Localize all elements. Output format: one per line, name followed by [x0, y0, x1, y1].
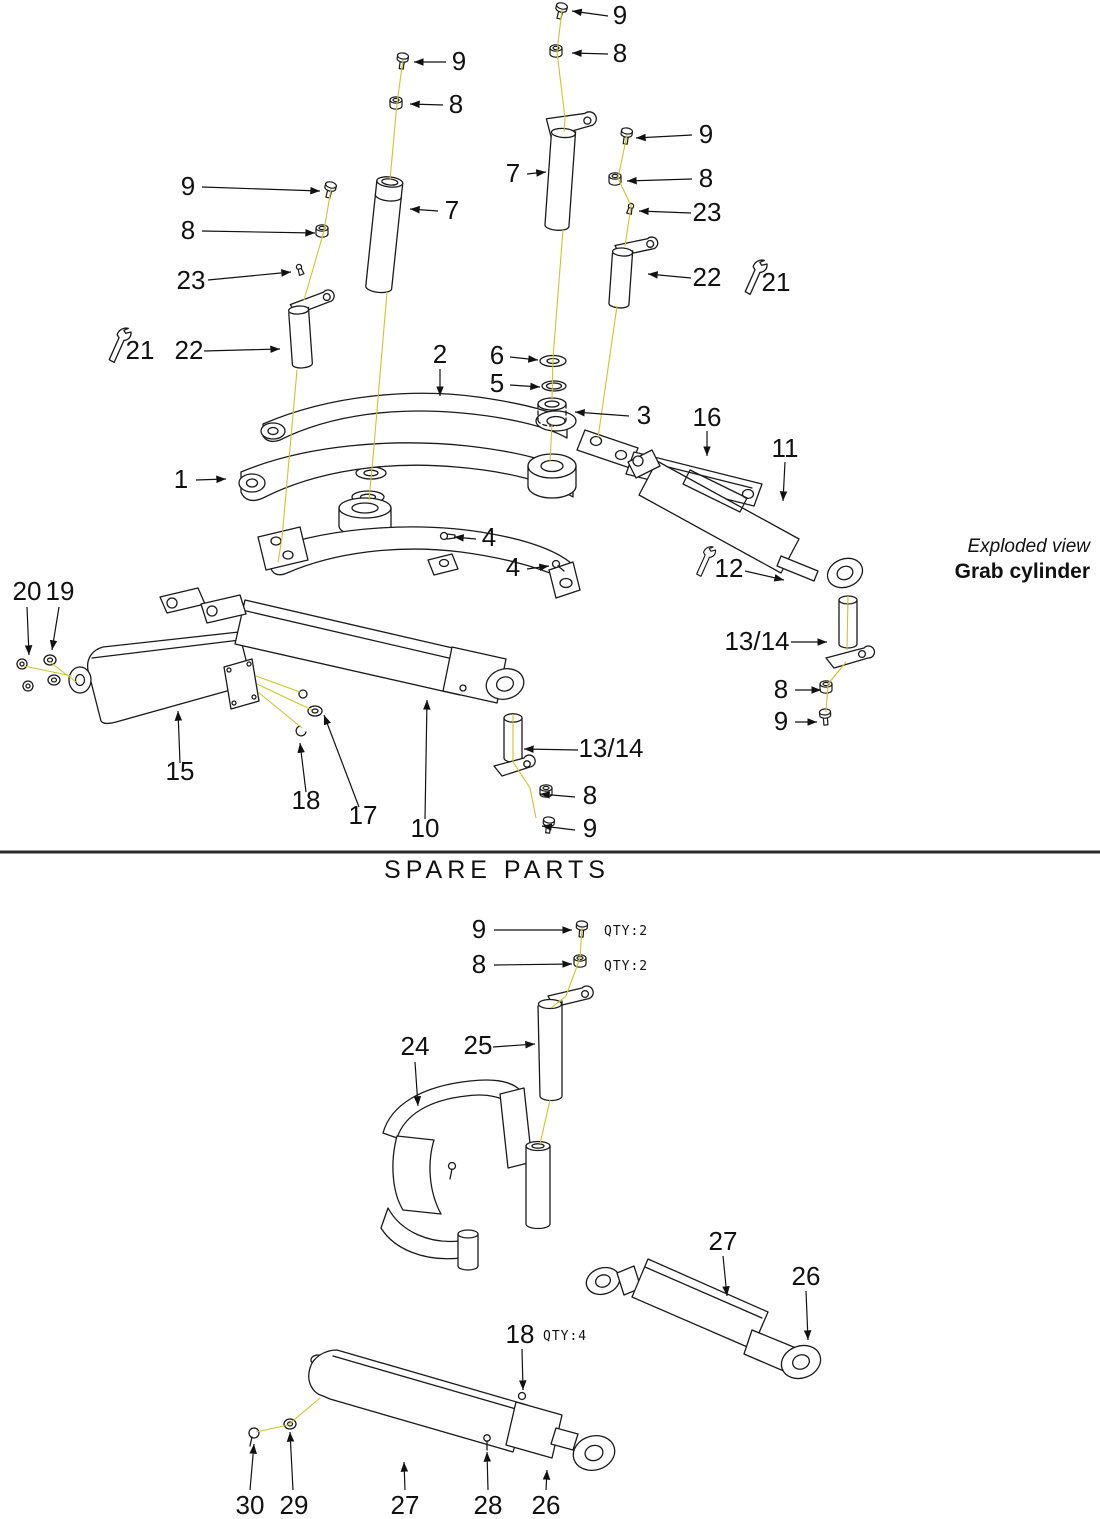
- callout-label: 8: [699, 163, 713, 193]
- callout-label: 13/14: [724, 626, 789, 656]
- screw-9-icon: [541, 815, 556, 835]
- callout-leader-lines: [24, 8, 827, 1491]
- grease-fitting-23-icon: [295, 263, 305, 277]
- qty-badge: QTY:4: [543, 1329, 587, 1344]
- part-22-right: [608, 236, 659, 309]
- part-10-cylinder: [200, 594, 525, 704]
- callout-label: 26: [532, 1490, 561, 1519]
- callout-label: 9: [452, 46, 466, 76]
- callout-label: 27: [709, 1226, 738, 1256]
- part-22-left: [287, 289, 335, 369]
- nut-8-icon: [389, 96, 403, 110]
- part-13-14-pin-left: [493, 713, 536, 777]
- part-17-18-small-parts: [295, 689, 323, 737]
- callout-label: 24: [401, 1031, 430, 1061]
- nut-8-icon: [315, 224, 329, 238]
- callout-label: 26: [792, 1261, 821, 1291]
- callout-label: 15: [166, 756, 195, 786]
- screw-9-icon: [818, 707, 833, 727]
- callout-label: 21: [126, 335, 155, 365]
- callout-label: 7: [506, 158, 520, 188]
- part-1-arm: [238, 442, 577, 502]
- nut-8-icon: [549, 44, 563, 58]
- callout-label: 18: [506, 1319, 535, 1349]
- callout-label: 6: [490, 340, 504, 370]
- callout-label: 9: [774, 706, 788, 736]
- pivot-hub: [338, 497, 392, 537]
- section-heading: SPARE PARTS: [384, 856, 610, 884]
- callout-label: 8: [583, 780, 597, 810]
- callout-label: 30: [236, 1490, 265, 1519]
- callout-label: 11: [772, 433, 799, 463]
- part-25-pin: [537, 985, 594, 1102]
- part-jaw-arm: [257, 526, 581, 599]
- callout-label: 8: [472, 949, 486, 979]
- part-7-pin-right: [544, 111, 597, 231]
- callout-label: 22: [175, 335, 204, 365]
- qty-badge: QTY:2: [604, 959, 648, 974]
- callout-label: 12: [715, 553, 744, 583]
- callout-label: 25: [464, 1030, 493, 1060]
- callout-label: 9: [583, 813, 597, 843]
- callout-label: 20: [13, 576, 42, 606]
- callout-label: 27: [391, 1490, 420, 1519]
- callout-label: 3: [637, 400, 651, 430]
- part-5-washer: [541, 380, 567, 392]
- callout-label: 16: [693, 402, 722, 432]
- callout-label: 8: [774, 674, 788, 704]
- part-15-cylinder: [68, 587, 260, 725]
- callout-label: 28: [474, 1490, 503, 1519]
- part-19-20-washers: [16, 654, 61, 692]
- callout-label: 9: [613, 0, 627, 30]
- part-11-cylinder: [627, 449, 864, 589]
- part-27-cylinder-right: [585, 1258, 822, 1380]
- callout-label: 2: [433, 339, 447, 369]
- callout-label: 29: [280, 1490, 309, 1519]
- callout-label: 21: [762, 267, 791, 297]
- view-label: Exploded view: [967, 536, 1091, 557]
- qty-badge: QTY:2: [604, 924, 648, 939]
- part-4-fittings: [439, 531, 565, 572]
- callout-label: 8: [181, 215, 195, 245]
- callout-label: 19: [46, 576, 75, 606]
- callout-label: 13/14: [578, 733, 643, 763]
- callout-label: 1: [174, 464, 188, 494]
- callout-label: 9: [472, 914, 486, 944]
- callout-label: 10: [411, 813, 440, 843]
- callout-label: 4: [482, 522, 496, 552]
- part-24-bracket: [380, 1079, 551, 1271]
- part-7-pin-left: [365, 176, 404, 294]
- nut-8-icon: [819, 680, 833, 694]
- callout-label: 23: [693, 197, 722, 227]
- callout-label: 7: [445, 195, 459, 225]
- callout-label: 23: [177, 265, 206, 295]
- callout-label: 5: [490, 368, 504, 398]
- callout-label: 4: [506, 552, 520, 582]
- callout-label: 22: [693, 262, 722, 292]
- part-13-14-pin-right: [825, 595, 876, 669]
- callout-label: 18: [292, 785, 321, 815]
- callout-label: 17: [349, 800, 378, 830]
- page-title: Grab cylinder: [955, 560, 1090, 583]
- callout-label: 9: [181, 171, 195, 201]
- callout-label: 8: [613, 38, 627, 68]
- callout-label: 9: [699, 119, 713, 149]
- part-27-cylinder-bottom: [248, 1349, 616, 1471]
- link-plates: [576, 429, 639, 469]
- assembly-centerlines: [23, 9, 849, 1433]
- part-2-upper-arm: [260, 392, 577, 443]
- callout-label: 8: [449, 89, 463, 119]
